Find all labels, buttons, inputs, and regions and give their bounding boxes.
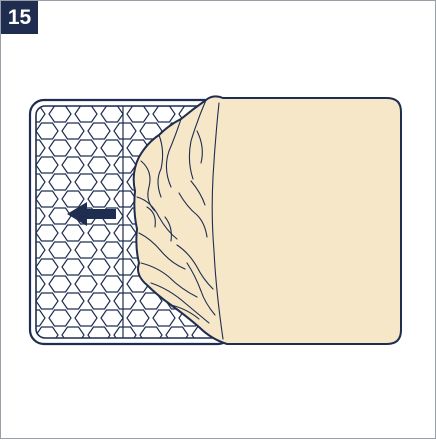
quilt-cell bbox=[10, 191, 32, 207]
quilt-cell bbox=[10, 225, 32, 241]
fitted-sheet bbox=[134, 96, 401, 344]
quilt-cell bbox=[10, 157, 32, 173]
quilt-cell bbox=[10, 259, 32, 275]
quilt-cell bbox=[10, 89, 32, 105]
quilt-cell bbox=[10, 293, 32, 309]
quilt-cell bbox=[10, 327, 32, 343]
quilt-cell bbox=[10, 123, 32, 139]
